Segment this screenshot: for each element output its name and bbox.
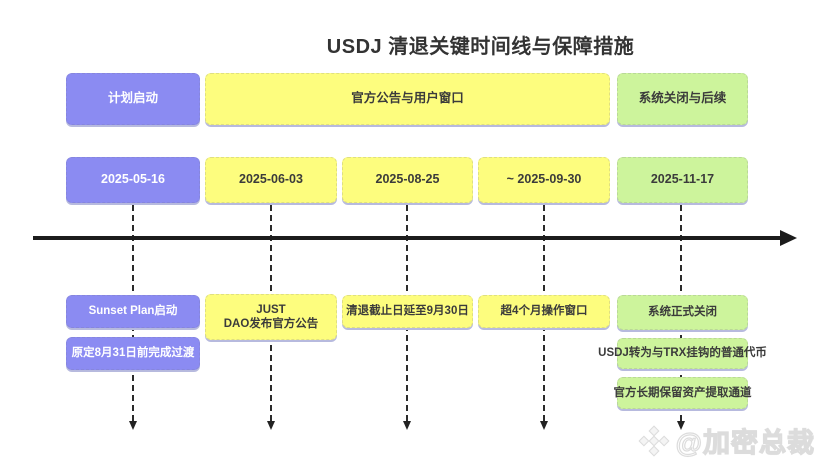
event-asset-withdrawal-channel: 官方长期保留资产提取通道: [614, 377, 752, 409]
watermark: @加密总裁: [636, 421, 815, 460]
milestone-date-2: 2025-06-03: [205, 157, 337, 203]
page-title: USDJ 清退关键时间线与保障措施: [326, 36, 635, 58]
event-justdao-announcement: JUST DAO发布官方公告: [205, 294, 337, 340]
event-usdj-trx-peg: USDJ转为与TRX挂钩的普通代币: [598, 338, 767, 369]
event-original-transition-deadline: 原定8月31日前完成过渡: [66, 337, 200, 370]
phase-announcement-window: 官方公告与用户窗口: [205, 73, 610, 125]
event-deadline-extended: 清退截止日延至9月30日: [342, 295, 473, 328]
phase-shutdown-followup: 系统关闭与后续: [617, 73, 748, 125]
event-operation-window: 超4个月操作窗口: [478, 295, 610, 328]
arrow-right-icon: [780, 230, 797, 246]
event-system-shutdown: 系统正式关闭: [617, 295, 748, 330]
timeline-axis: [33, 230, 797, 246]
milestone-date-5: 2025-11-17: [617, 157, 748, 203]
binance-diamond-icon: [638, 424, 670, 457]
phase-plan-start: 计划启动: [66, 73, 200, 125]
watermark-handle: @加密总裁: [675, 427, 815, 458]
arrow-down-icon: [403, 421, 411, 430]
event-sunset-plan-start: Sunset Plan启动: [66, 295, 200, 328]
arrow-down-icon: [677, 421, 685, 430]
arrow-down-icon: [129, 421, 137, 430]
milestone-date-1: 2025-05-16: [66, 157, 200, 203]
arrow-down-icon: [267, 421, 275, 430]
milestone-date-3: 2025-08-25: [342, 157, 473, 203]
milestone-date-4: ~ 2025-09-30: [478, 157, 610, 203]
arrow-down-icon: [540, 421, 548, 430]
